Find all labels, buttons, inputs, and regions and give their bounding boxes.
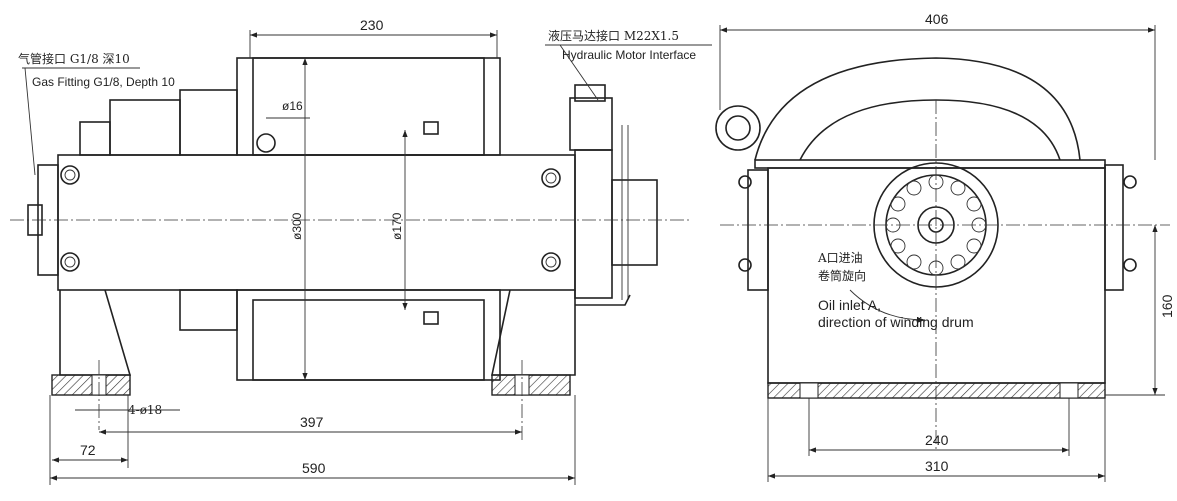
oil-inlet-label-en-1: Oil inlet A, — [818, 297, 881, 313]
left-foot — [51, 374, 131, 396]
oil-inlet-label-cn-2: 卷筒旋向 — [818, 268, 866, 283]
hydraulic-label-en: Hydraulic Motor Interface — [562, 48, 696, 62]
dim-72: 72 — [80, 442, 96, 458]
dim-mount-holes: 4-ø18 — [128, 403, 162, 417]
gas-fitting-label-cn: 气管接口 G1/8 深10 — [18, 51, 130, 66]
right-foot — [491, 374, 571, 396]
side-dimensions — [719, 25, 1165, 482]
hydraulic-label-cn: 液压马达接口 M22X1.5 — [548, 28, 679, 43]
dim-bolt-hole: ø16 — [282, 99, 303, 113]
gas-fitting-label-en: Gas Fitting G1/8, Depth 10 — [32, 75, 175, 89]
main-frame — [57, 154, 576, 291]
oil-inlet-label-cn-1: A口进油 — [817, 251, 863, 265]
dim-590: 590 — [302, 460, 326, 476]
front-dimensions — [22, 30, 712, 485]
dim-drum-dia: ø170 — [390, 212, 404, 240]
dim-406: 406 — [925, 11, 949, 27]
dim-flange-dia: ø300 — [290, 212, 304, 240]
side-view — [715, 57, 1170, 450]
dim-230: 230 — [360, 17, 384, 33]
dim-240: 240 — [925, 432, 949, 448]
dim-310: 310 — [925, 458, 949, 474]
dim-397: 397 — [300, 414, 324, 430]
side-base — [767, 382, 1106, 399]
bolt-icons — [60, 121, 561, 325]
front-view — [10, 57, 690, 440]
oil-inlet-label-en-2: direction of winding drum — [818, 314, 974, 330]
dim-160: 160 — [1159, 294, 1175, 318]
